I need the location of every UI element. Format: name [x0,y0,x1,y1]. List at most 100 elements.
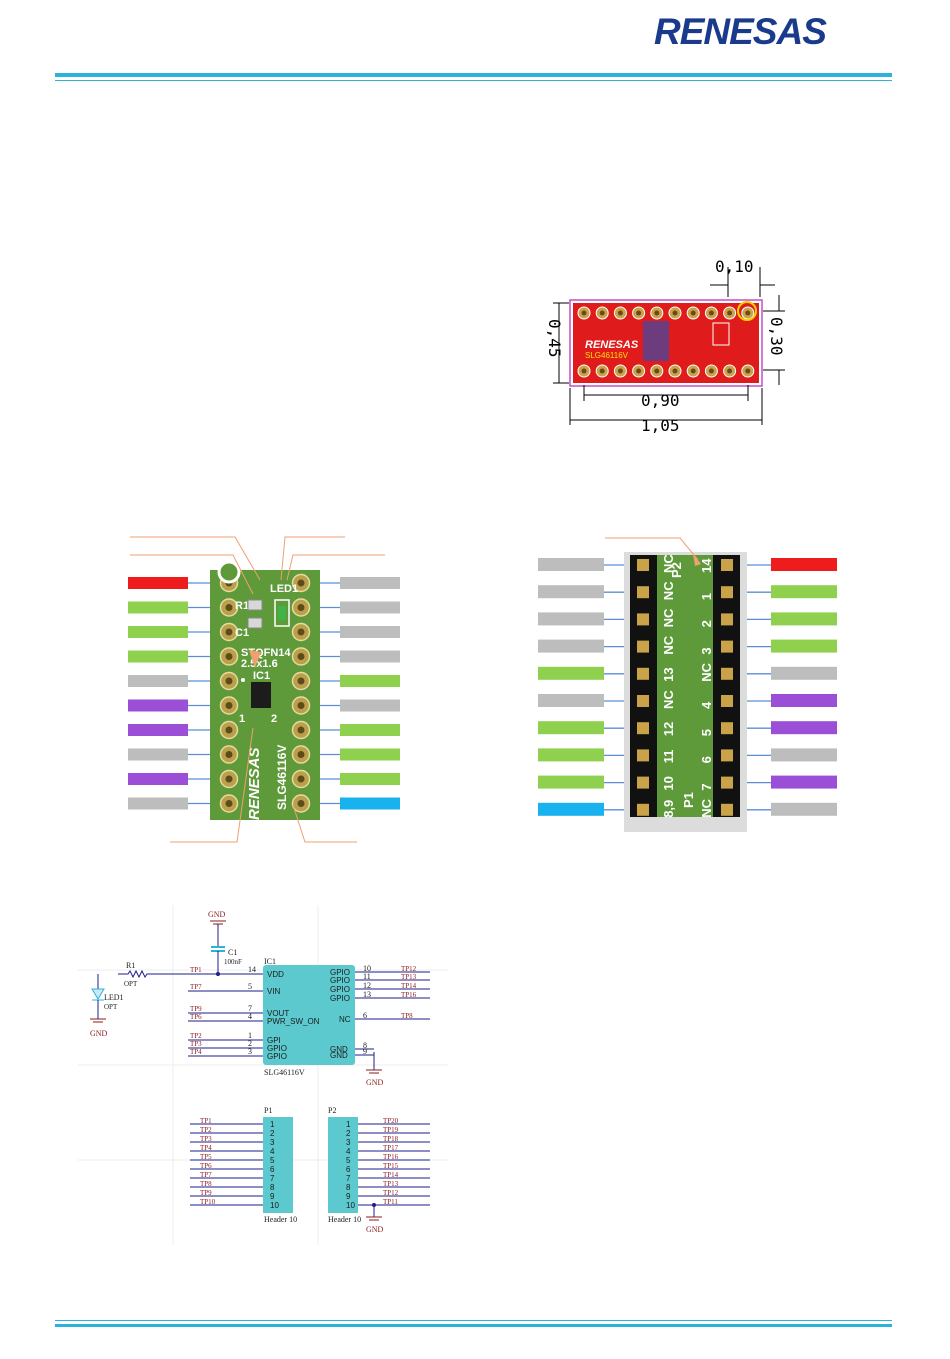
bottom-right-pin-label: NC [699,798,714,817]
small-pad-hole [617,310,623,316]
small-pad-hole [672,368,678,374]
bottom-right-bar [771,748,837,762]
p1-pin: 4 [270,1147,275,1156]
callout-line [292,804,357,843]
bottom-left-pin-label: NC [661,690,676,709]
ic-right-pin-name: GND [330,1045,348,1054]
top-left-bar [128,797,188,810]
bottom-left-pin-label: 8,9 [661,800,676,818]
p2-body [328,1117,358,1213]
dim-left: 0,45 [545,319,564,358]
p2-pin: 2 [346,1129,351,1138]
dim-outer: 1,05 [641,416,680,435]
footer-rule [55,1324,892,1327]
bottom-left-bar [538,612,604,626]
top-pin2-silk: 2 [271,713,277,725]
top-pad-hole [297,702,305,709]
bottom-left-pin-label: 11 [661,750,676,764]
ic-right-pin-name: GPIO [330,985,350,994]
p1-net: TP3 [200,1135,212,1143]
small-pad-hole [727,368,733,374]
board-top-view: LED1 R1 C1 STQFN14 2.5x1.6 IC1 1 2 RENES… [128,536,400,843]
top-pad-hole [297,579,305,587]
p2-rows: TP201TP192TP183TP174TP165TP156TP147TP138… [346,1117,430,1210]
top-right-bar [340,773,400,785]
schematic: GND C1 100nF IC1 R1 OPT LED1 OPT GND TP1… [78,905,448,1245]
bottom-pin [637,586,649,599]
small-pad-hole [636,310,642,316]
ic1-body [263,965,355,1065]
top-right-bar [340,650,400,663]
bottom-left-pin-label: NC [661,635,676,654]
bottom-view-pins [637,559,733,816]
callout-line [170,727,254,843]
top-size-silk: 2.5x1.6 [241,658,278,670]
small-board-pads [577,306,755,378]
small-pad-hole [636,368,642,374]
bottom-pin [637,667,649,680]
p1-pin: 3 [270,1138,275,1147]
p1-pin: 1 [270,1120,275,1129]
small-pad-hole [654,368,660,374]
top-pad-hole [225,653,233,660]
led-part [278,606,286,620]
top-left-bar [128,773,188,785]
top-pad-hole [297,604,305,611]
p1-pin: 7 [270,1174,275,1183]
p1-ref: P1 [264,1106,272,1115]
small-ic [643,321,669,361]
p2-net: TP15 [383,1162,399,1170]
p2-pin: 3 [346,1138,351,1147]
top-r1-silk: R1 [235,600,249,612]
top-left-bar [128,748,188,761]
led1-symbol [91,988,105,1000]
bottom-pin [637,776,649,789]
top-left-bar [128,675,188,687]
ic-right-pin-name: GPIO [330,976,350,985]
dimension-drawing: RENESAS SLG46116V 0,10 0,45 0,30 0,90 1,… [545,257,786,435]
callout-line [280,536,345,581]
c1-value: 100nF [224,958,242,966]
ic-left-pin-num: 7 [248,1004,252,1013]
p1-net: TP1 [200,1117,212,1125]
top-right-bar [340,675,400,687]
top-pad-hole [297,628,305,636]
p1-net: TP5 [200,1153,212,1161]
bottom-left-pin-label: 13 [661,667,676,681]
top-pad-hole [297,800,305,807]
bottom-left-bar [538,748,604,762]
top-pad-hole [225,702,233,709]
bottom-pin [721,749,733,762]
bottom-view-color-bars [538,558,837,816]
small-pad-hole [727,310,733,316]
p2-net: TP12 [383,1189,399,1197]
p1-pin: 6 [270,1165,275,1174]
p1-pin: 2 [270,1129,275,1138]
small-brand: RENESAS [585,339,639,351]
bottom-pin [721,586,733,599]
top-pad-hole [225,628,233,636]
dim-top: 0,10 [715,257,754,276]
bottom-right-pin-label: 4 [699,701,714,709]
ic-right-pin-name: GND [330,1051,348,1060]
ic-left-pin-name: VIN [267,987,281,996]
p1-pin: 5 [270,1156,275,1165]
small-pad-hole [708,310,714,316]
ic-right-pin-num: 11 [363,972,371,981]
ic-right-net: TP14 [401,982,417,990]
bottom-pin [637,640,649,653]
top-mounting-hole [217,560,241,584]
bottom-left-pin-label: NC [661,554,676,573]
top-pad-hole [297,677,305,685]
led1-ref: LED1 [104,993,124,1002]
top-pad-hole [225,726,233,734]
bottom-pin [721,640,733,653]
callout-line [605,537,699,561]
gnd-label: GND [90,1029,108,1038]
mounting-hole [737,301,757,321]
p2-pin: 1 [346,1120,351,1129]
ic-left-net: TP7 [190,983,202,991]
